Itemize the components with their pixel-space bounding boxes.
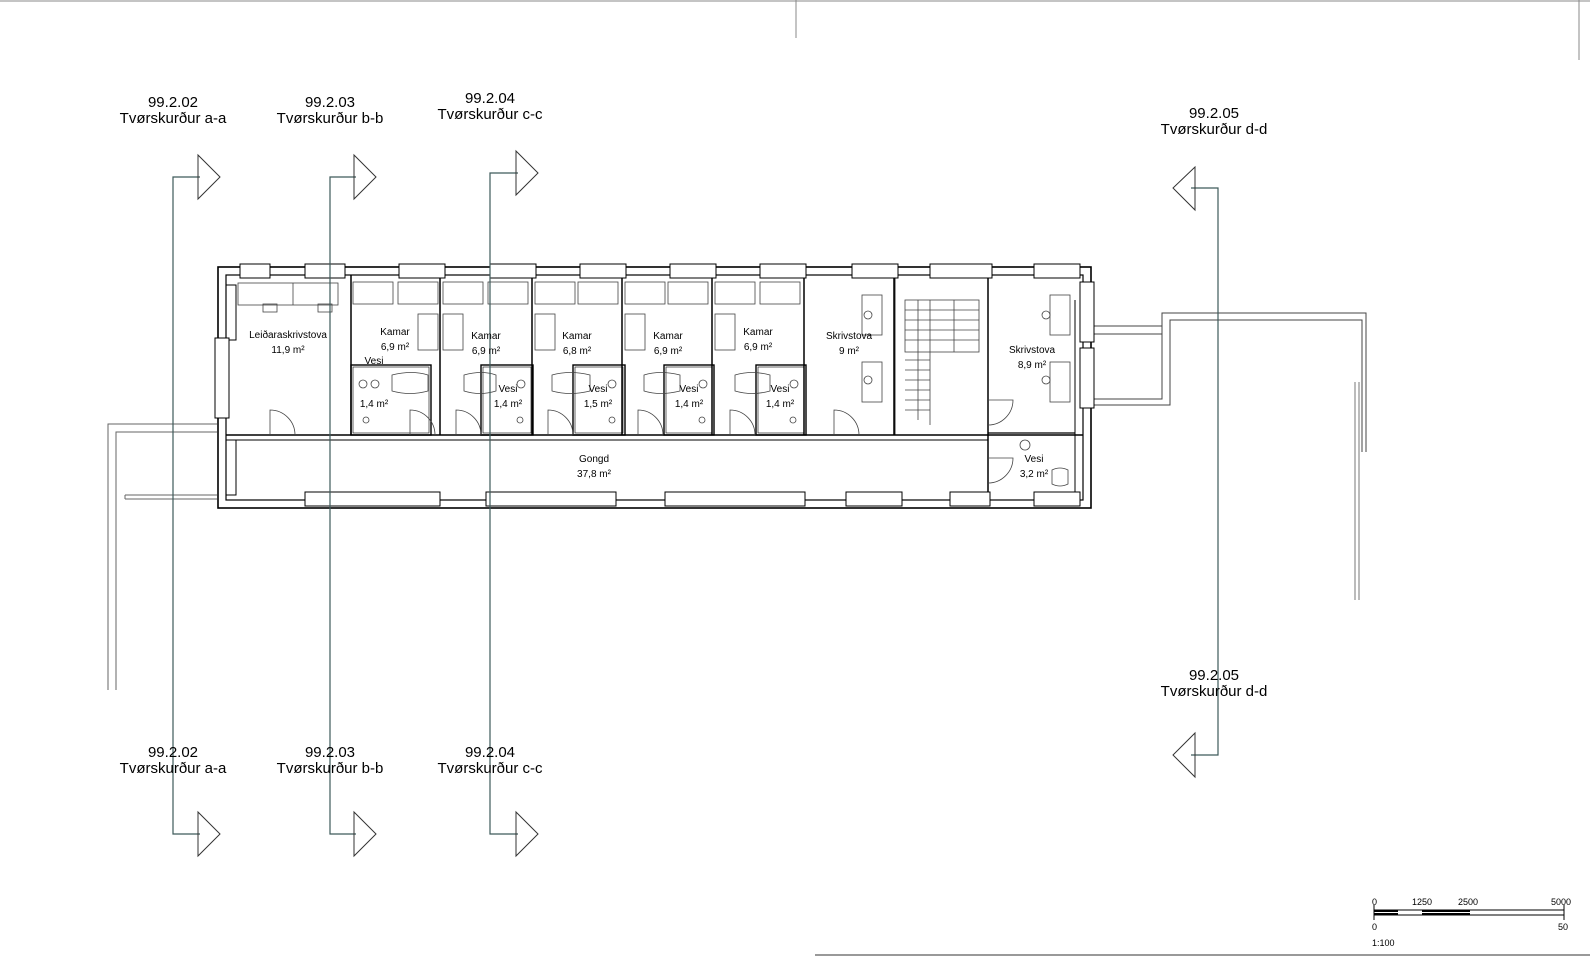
room-area-kamar-2: 6,9 m²	[472, 346, 501, 357]
section-a-bottom-title: Tvørskurður a-a	[120, 760, 227, 777]
room-name-vesi-5: Vesi	[771, 384, 790, 395]
fixtures	[237, 281, 1071, 487]
section-a-top-number: 99.2.02	[148, 94, 198, 111]
room-name-vesi-6: Vesi	[1025, 454, 1044, 465]
section-c-bottom-title: Tvørskurður c-c	[438, 760, 544, 777]
scale-tick-2500: 2500	[1458, 897, 1478, 907]
room-area-kamar-3: 6,8 m²	[563, 346, 592, 357]
section-a-top-title: Tvørskurður a-a	[120, 110, 227, 127]
section-d-top-title: Tvørskurður d-d	[1161, 121, 1268, 138]
room-name-vesi-4: Vesi	[680, 384, 699, 395]
room-name-leidaraskrivstova: Leiðaraskrivstova	[249, 329, 327, 341]
section-d-bottom-number: 99.2.05	[1189, 667, 1239, 684]
staircase	[904, 299, 980, 425]
scale-tick-1250: 1250	[1412, 897, 1432, 907]
arrow-b-bottom-icon	[353, 810, 377, 858]
arrow-d-bottom-icon	[1172, 731, 1196, 779]
room-name-vesi-2: Vesi	[499, 384, 518, 395]
room-area-kamar-5: 6,9 m²	[744, 342, 773, 353]
room-area-vesi-6: 3,2 m²	[1020, 469, 1049, 480]
section-c-top-title: Tvørskurður c-c	[438, 106, 544, 123]
section-d-top-number: 99.2.05	[1189, 105, 1239, 122]
building-walls	[217, 266, 1092, 509]
room-area-vesi-3: 1,5 m²	[584, 399, 613, 410]
room-area-gongd: 37,8 m²	[577, 469, 612, 480]
scale-bottom-tick-0: 0	[1372, 922, 1377, 932]
arrow-a-bottom-icon	[197, 810, 221, 858]
section-b-top-number: 99.2.03	[305, 94, 355, 111]
arrow-c-top-icon	[515, 149, 539, 197]
section-c-bottom-number: 99.2.04	[465, 744, 515, 761]
scale-bottom-tick-50: 50	[1558, 922, 1568, 932]
section-b-bottom-title: Tvørskurður b-b	[277, 760, 384, 777]
room-area-leidaraskrivstova: 11,9 m²	[271, 345, 305, 356]
section-a-bottom-number: 99.2.02	[148, 744, 198, 761]
section-labels: 99.2.02 Tvørskurður a-a 99.2.03 Tvørskur…	[120, 90, 1268, 777]
room-area-vesi-5: 1,4 m²	[766, 399, 795, 410]
room-area-kamar-1: 6,9 m²	[381, 342, 410, 353]
room-name-skrivstova-2: Skrivstova	[1009, 345, 1056, 356]
room-labels: Leiðaraskrivstova 11,9 m² Kamar 6,9 m² K…	[249, 327, 1055, 480]
section-arrows	[197, 149, 1196, 858]
room-name-vesi-3: Vesi	[589, 384, 608, 395]
section-b-top-title: Tvørskurður b-b	[277, 110, 384, 127]
room-name-kamar-5: Kamar	[743, 327, 773, 338]
scale-ratio: 1:100	[1372, 938, 1395, 948]
room-area-skrivstova-2: 8,9 m²	[1018, 360, 1047, 371]
section-a-line	[172, 176, 200, 835]
room-area-skrivstova-1: 9 m²	[839, 346, 860, 357]
arrow-a-top-icon	[197, 153, 221, 201]
room-name-kamar-4: Kamar	[653, 331, 683, 342]
section-c-line	[489, 172, 518, 835]
room-area-vesi-1: 1,4 m²	[360, 399, 389, 410]
scale-tick-5000: 5000	[1551, 897, 1571, 907]
arrow-d-top-icon	[1172, 165, 1196, 212]
room-name-vesi-1: Vesi	[365, 356, 384, 367]
room-area-kamar-4: 6,9 m²	[654, 346, 683, 357]
scale-bar: 0 1250 2500 5000 0 50 1:100	[1372, 897, 1571, 948]
section-d-line	[1191, 187, 1219, 756]
room-area-vesi-2: 1,4 m²	[494, 399, 523, 410]
terrace-right	[1088, 312, 1367, 600]
room-name-kamar-3: Kamar	[562, 331, 592, 342]
room-name-gongd: Gongd	[579, 454, 609, 465]
section-b-bottom-number: 99.2.03	[305, 744, 355, 761]
section-b-line	[329, 176, 356, 835]
scale-tick-0: 0	[1372, 897, 1377, 907]
arrow-b-top-icon	[353, 153, 377, 201]
room-area-vesi-4: 1,4 m²	[675, 399, 704, 410]
terrace-left	[107, 423, 217, 690]
room-name-skrivstova-1: Skrivstova	[826, 331, 873, 342]
section-lines	[172, 172, 1219, 835]
room-name-kamar-1: Kamar	[380, 327, 410, 338]
section-c-top-number: 99.2.04	[465, 90, 515, 107]
section-d-bottom-title: Tvørskurður d-d	[1161, 683, 1268, 700]
arrow-c-bottom-icon	[515, 810, 539, 858]
windows	[214, 263, 1095, 507]
room-name-kamar-2: Kamar	[471, 331, 501, 342]
